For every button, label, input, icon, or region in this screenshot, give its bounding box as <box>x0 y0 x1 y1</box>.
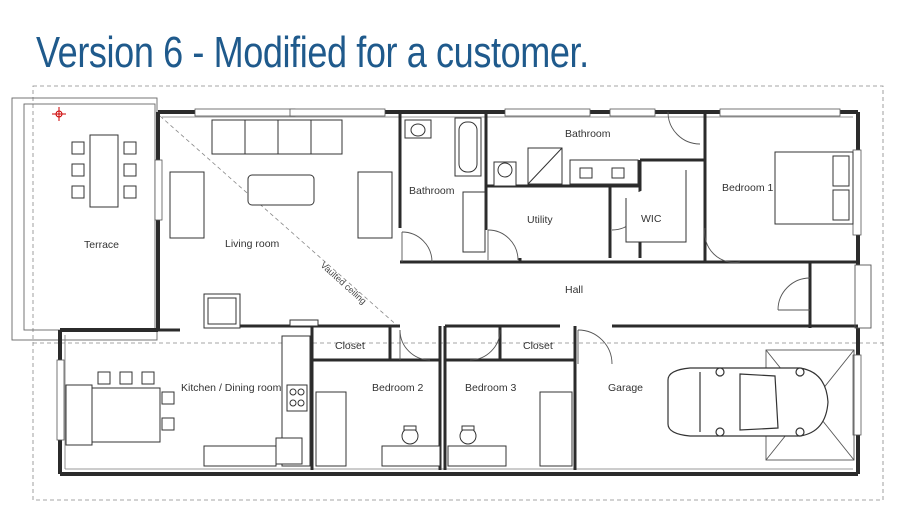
room-label-bedroom-2: Bedroom 2 <box>372 382 424 394</box>
bedroom-2-3-furniture <box>315 391 573 467</box>
room-label-hall: Hall <box>565 284 583 296</box>
room-label-bedroom-3: Bedroom 3 <box>465 382 517 394</box>
living-room-furniture <box>169 119 393 329</box>
terrace-table <box>71 134 137 208</box>
car-icon <box>667 367 829 437</box>
room-label-bathroom-left: Bathroom <box>409 185 455 197</box>
bedroom-1-furniture <box>625 151 854 243</box>
terrace-slab <box>11 97 158 341</box>
roof-outline <box>32 85 884 501</box>
kitchen-dining-furniture <box>65 319 319 467</box>
windows <box>56 108 862 441</box>
room-label-wic: WIC <box>641 213 662 225</box>
room-label-utility: Utility <box>527 214 553 226</box>
room-label-vaulted-ceiling: Vaulted ceiling <box>319 260 369 306</box>
page-title: Version 6 - Modified for a customer. <box>36 28 589 77</box>
room-label-kitchen-dining: Kitchen / Dining room <box>181 382 282 394</box>
room-label-bedroom-1: Bedroom 1 <box>722 182 774 194</box>
room-label-terrace: Terrace <box>84 239 119 251</box>
exterior-wall-inner <box>64 116 853 470</box>
room-label-closet-left: Closet <box>335 340 365 352</box>
room-label-living-room: Living room <box>225 238 280 250</box>
cursor-marker <box>52 107 66 121</box>
room-label-closet-right: Closet <box>523 340 553 352</box>
room-label-bathroom-right: Bathroom <box>565 128 611 140</box>
room-label-garage: Garage <box>608 382 643 394</box>
bathroom-fixtures <box>404 117 639 253</box>
